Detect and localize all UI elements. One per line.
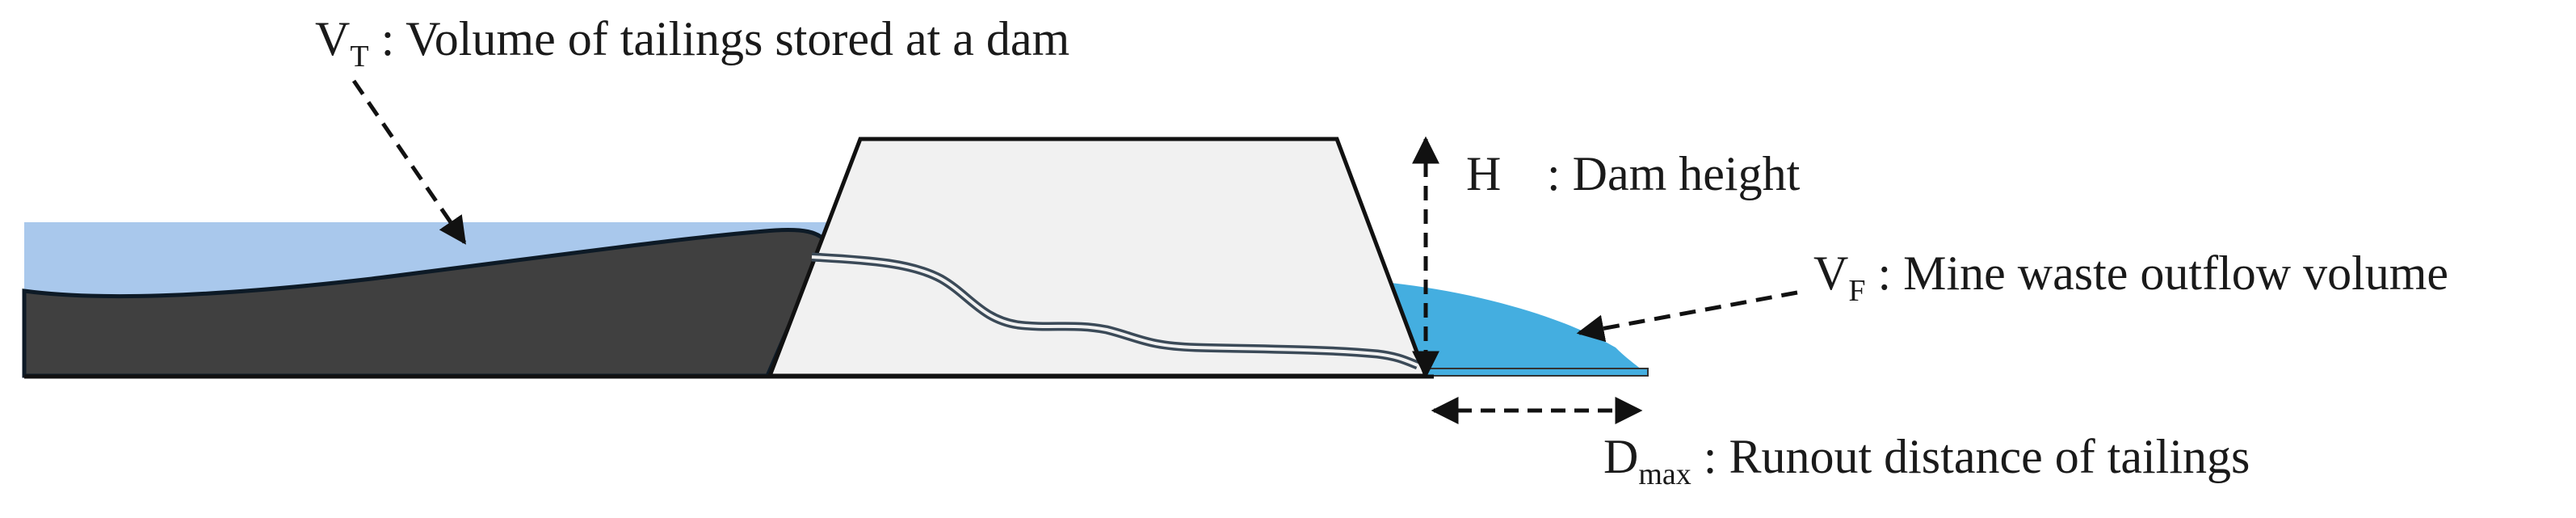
vt-subscript: T bbox=[350, 40, 368, 74]
vf-arrow bbox=[1576, 290, 1798, 343]
vf-description: : Mine waste outflow volume bbox=[1865, 246, 2448, 300]
h-label: H : Dam height bbox=[1466, 147, 1801, 200]
dmax-label: Dmax : Runout distance of tailings bbox=[1603, 430, 2250, 491]
vf-subscript: F bbox=[1848, 274, 1865, 308]
h-description: : Dam height bbox=[1547, 147, 1801, 200]
outflow-mine-waste bbox=[1391, 283, 1646, 373]
h-symbol: H bbox=[1466, 147, 1501, 200]
runout-thin-layer bbox=[1422, 368, 1649, 377]
dmax-subscript: max bbox=[1638, 457, 1691, 491]
seepage-line-inner bbox=[811, 255, 1418, 367]
vt-description: : Volume of tailings stored at a dam bbox=[369, 12, 1070, 65]
vt-arrow bbox=[351, 79, 467, 245]
dmax-symbol: D bbox=[1603, 430, 1638, 483]
vf-symbol: V bbox=[1813, 246, 1848, 300]
stored-tailings bbox=[22, 228, 828, 378]
vf-label: VF : Mine waste outflow volume bbox=[1813, 246, 2448, 308]
dmax-description: : Runout distance of tailings bbox=[1691, 430, 2250, 483]
vt-symbol: V bbox=[315, 12, 350, 65]
vt-label: VT : Volume of tailings stored at a dam bbox=[315, 12, 1069, 74]
